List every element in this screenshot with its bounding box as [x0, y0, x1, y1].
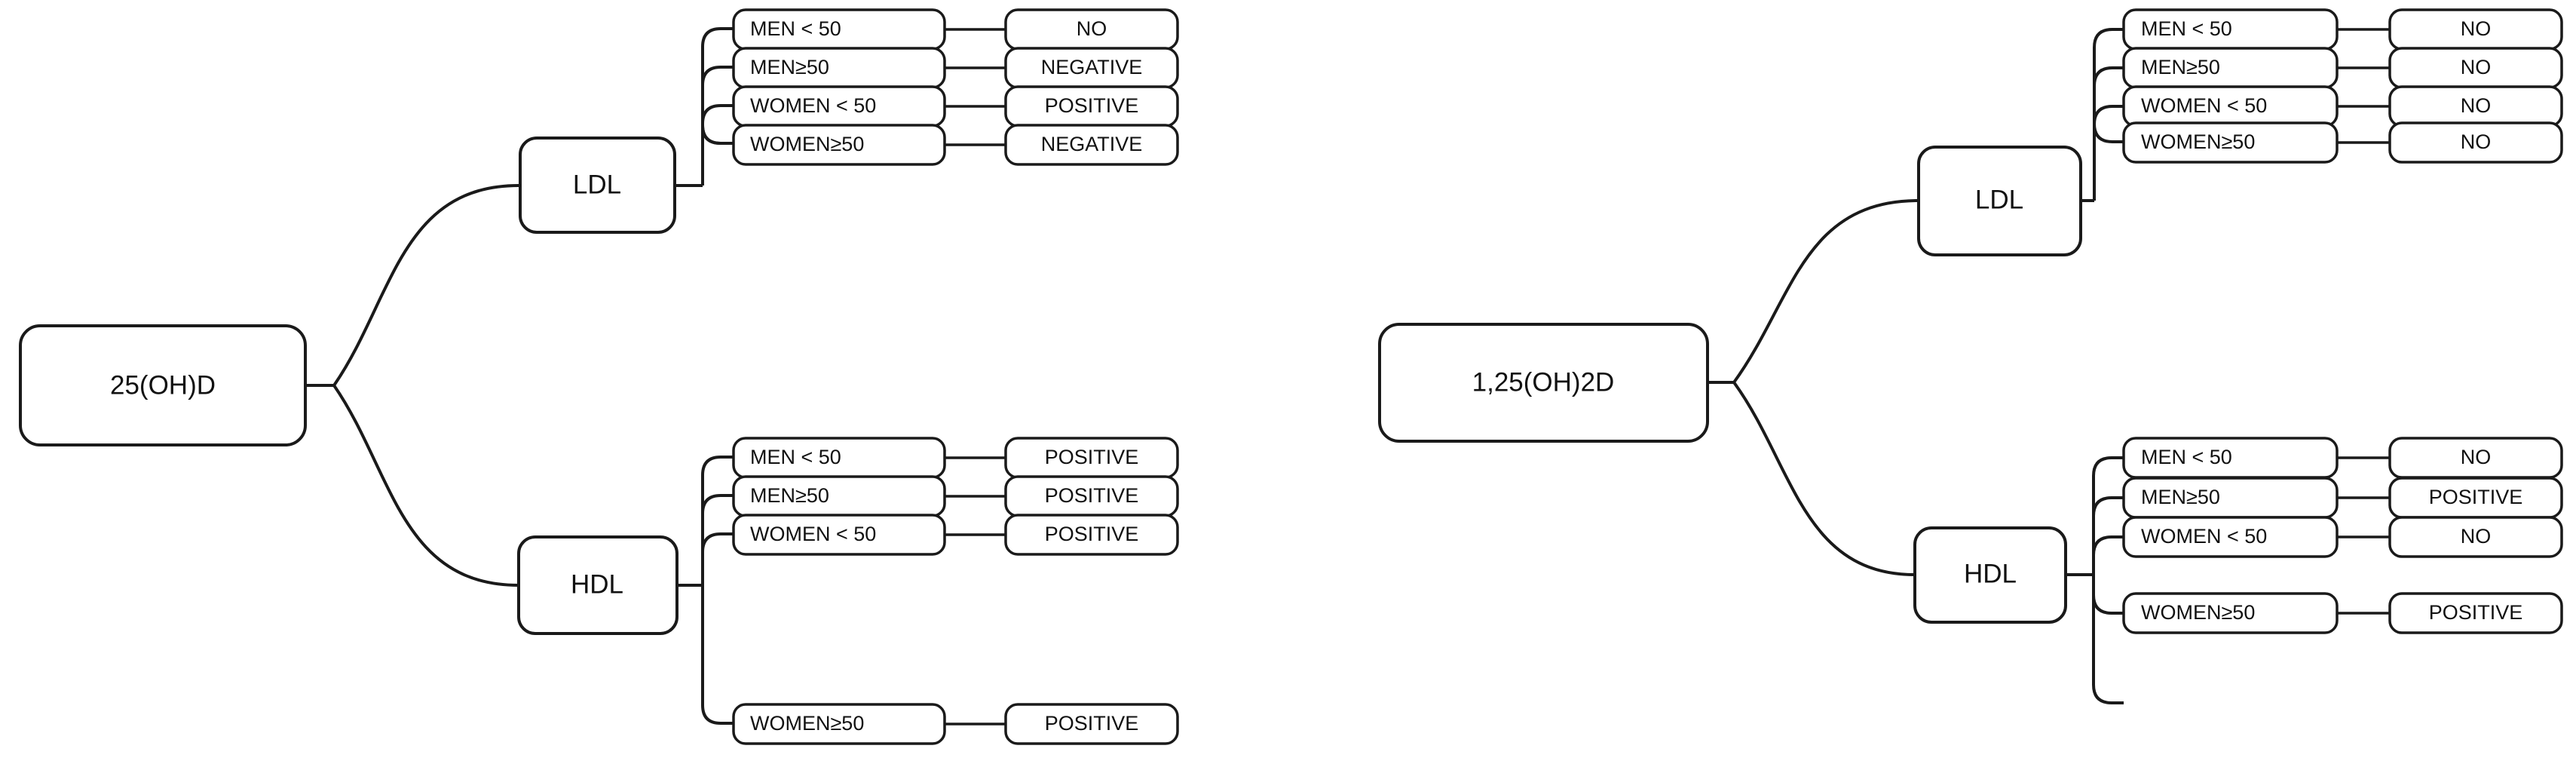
edge-root-to-ldl [332, 184, 519, 387]
node-result-label: NEGATIVE [1041, 56, 1143, 78]
edge-hdl-to-leaf-2 [2092, 535, 2124, 575]
node-result-label: NO [2461, 56, 2492, 78]
node-result[interactable] [1004, 703, 1179, 745]
node-result-label: POSITIVE [1045, 94, 1139, 117]
node-leaf-label: MEN < 50 [750, 17, 841, 40]
edge-ldl-to-leaf-1 [2093, 66, 2124, 201]
edge-hdl-to-leaf-3 [701, 585, 734, 725]
edge-hdl-to-leaf-3 [2092, 575, 2124, 615]
node-result-label: NO [2461, 94, 2492, 117]
edge-ldl-to-leaf-2 [2093, 105, 2124, 201]
node-branch-ldl-label: LDL [1975, 185, 2023, 214]
node-result[interactable] [1004, 514, 1179, 556]
node-branch-hdl-label: HDL [1964, 559, 2017, 588]
node-leaf-label: MEN≥50 [750, 56, 829, 78]
node-result-label: NO [1077, 17, 1107, 40]
node-root-125oh2d-label: 1,25(OH)2D [1472, 367, 1615, 397]
edge-hdl-to-leaf-0 [2092, 456, 2124, 575]
node-leaf-label: MEN≥50 [2141, 486, 2220, 508]
edge-ldl-to-leaf-2 [701, 104, 734, 186]
node-result-label: POSITIVE [2429, 601, 2523, 624]
node-branch-hdl[interactable] [517, 535, 678, 635]
node-leaf-label: MEN < 50 [2141, 446, 2232, 468]
node-branch-ldl[interactable] [519, 137, 676, 234]
node-leaf-label: MEN < 50 [750, 446, 841, 468]
node-branch-hdl[interactable] [1913, 526, 2067, 624]
tree-25ohd: 25(OH)D LDL MEN < 50 NO MEN≥50 NEGATIVE [19, 8, 1179, 745]
node-result[interactable] [2388, 592, 2563, 634]
edge-ldl-to-leaf-3 [2093, 122, 2124, 201]
node-result-label: NO [2461, 446, 2492, 468]
edge-root-to-hdl [332, 384, 519, 587]
node-leaf-label: WOMEN≥50 [2141, 130, 2255, 153]
node-result[interactable] [1004, 124, 1179, 166]
node-root-125oh2d[interactable] [1378, 323, 1709, 443]
node-branch-hdl-label: HDL [571, 569, 623, 599]
edge-hdl-trunk-bottom [2092, 575, 2124, 704]
node-leaf-label: WOMEN < 50 [2141, 525, 2267, 548]
node-result-label: NO [2461, 17, 2492, 40]
node-leaf-label: WOMEN≥50 [750, 712, 864, 735]
edge-hdl-to-leaf-0 [701, 456, 734, 585]
node-leaf-label: WOMEN≥50 [2141, 601, 2255, 624]
edge-ldl-trunk-down [701, 124, 734, 186]
edge-ldl-to-leaf-0 [701, 27, 734, 186]
edge-ldl-to-leaf-1 [701, 66, 734, 186]
node-result-label: POSITIVE [1045, 712, 1139, 735]
edge-hdl-to-leaf-2 [701, 532, 734, 585]
node-result[interactable] [2388, 121, 2563, 164]
node-result-label: NO [2461, 525, 2492, 548]
tree-125oh2d: 1,25(OH)2D LDL MEN < 50 NO MEN≥50 NO WOM… [1378, 8, 2563, 704]
node-leaf-label: WOMEN < 50 [750, 523, 876, 545]
node-result[interactable] [2388, 516, 2563, 558]
node-leaf-label: MEN≥50 [2141, 56, 2220, 78]
edge-root-to-ldl [1732, 199, 1919, 384]
node-root-25ohd-label: 25(OH)D [110, 370, 216, 400]
node-branch-ldl-label: LDL [573, 170, 621, 199]
node-leaf-label: WOMEN≥50 [750, 133, 864, 155]
node-result-label: POSITIVE [2429, 486, 2523, 508]
node-leaf-label: WOMEN < 50 [750, 94, 876, 117]
edge-ldl-to-leaf-0 [2093, 28, 2124, 201]
node-leaf-label: MEN≥50 [750, 484, 829, 507]
edge-hdl-to-leaf-1 [701, 494, 734, 585]
node-result-label: POSITIVE [1045, 446, 1139, 468]
node-root-25ohd[interactable] [19, 324, 307, 446]
edge-ldl-to-leaf-3 [701, 124, 734, 186]
node-leaf-label: WOMEN < 50 [2141, 94, 2267, 117]
node-result-label: POSITIVE [1045, 523, 1139, 545]
node-leaf-label: MEN < 50 [2141, 17, 2232, 40]
edge-root-to-hdl [1732, 381, 1916, 576]
edge-hdl-to-leaf-1 [2092, 496, 2124, 575]
node-result-label: NEGATIVE [1041, 133, 1143, 155]
node-result-label: POSITIVE [1045, 484, 1139, 507]
node-branch-ldl[interactable] [1917, 146, 2082, 256]
node-result-label: NO [2461, 130, 2492, 153]
